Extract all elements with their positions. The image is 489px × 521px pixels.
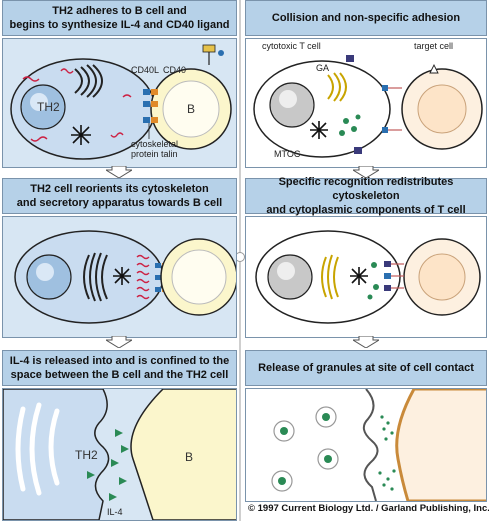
header-line: Specific recognition redistributes cytos… bbox=[278, 176, 454, 202]
cytotoxic-granules bbox=[367, 262, 379, 300]
right-step1-header: Collision and non-specific adhesion bbox=[245, 0, 487, 36]
label-talin-line1: cytoskeletal bbox=[131, 139, 178, 149]
il4-molecules bbox=[87, 429, 129, 501]
talin-filaments bbox=[136, 254, 150, 300]
golgi-apparatus bbox=[327, 72, 347, 102]
tcr-receptors bbox=[384, 261, 391, 291]
th2-adhesion-illustration: TH2 B CD40L CD40 cytoskeletal protein ta… bbox=[10, 44, 232, 160]
golgi-apparatus bbox=[83, 252, 108, 302]
nucleus-highlight bbox=[30, 93, 48, 111]
header-line: TH2 cell reorients its cytoskeleton bbox=[30, 183, 209, 195]
surface-receptors bbox=[346, 55, 388, 154]
nucleus-highlight bbox=[279, 90, 297, 108]
right-step1-panel: cytotoxic T cell target cell GA MTOC bbox=[245, 38, 487, 168]
target-antigen-icon bbox=[429, 63, 439, 74]
right-step2-header: Specific recognition redistributes cytos… bbox=[245, 176, 487, 216]
nucleus-highlight bbox=[36, 263, 54, 281]
label-b: B bbox=[187, 102, 195, 116]
down-arrow-icon bbox=[106, 336, 132, 348]
header-line: IL-4 is released into and is confined to… bbox=[9, 355, 230, 367]
down-arrow-icon bbox=[353, 166, 379, 178]
target-cell bbox=[395, 389, 486, 501]
b-nucleus bbox=[171, 249, 227, 305]
label-cd40l: CD40L bbox=[131, 65, 159, 75]
talin-filaments bbox=[22, 68, 132, 142]
mtoc-icon bbox=[310, 121, 328, 139]
header-line: Release of granules at site of cell cont… bbox=[258, 362, 474, 374]
left-step1-panel: TH2 B CD40L CD40 cytoskeletal protein ta… bbox=[2, 38, 237, 168]
down-arrow-icon bbox=[106, 166, 132, 178]
secretory-vesicles bbox=[15, 402, 60, 496]
collision-illustration: cytotoxic T cell target cell GA MTOC bbox=[253, 41, 483, 159]
label-ga: GA bbox=[316, 63, 329, 73]
b-nucleus bbox=[162, 80, 220, 138]
mtoc-icon bbox=[71, 125, 91, 145]
target-nucleus bbox=[417, 84, 467, 134]
label-talin-line2: protein talin bbox=[131, 149, 178, 159]
label-th2: TH2 bbox=[75, 448, 98, 462]
adhesion-links bbox=[388, 87, 402, 131]
header-line: and cytoplasmic components of T cell bbox=[266, 204, 466, 216]
copyright-notice: © 1997 Current Biology Ltd. / Garland Pu… bbox=[248, 503, 489, 514]
left-step2-panel bbox=[2, 216, 237, 338]
header-line: space between the B cell and the TH2 cel… bbox=[10, 369, 229, 381]
golgi-apparatus bbox=[321, 254, 339, 300]
b-cell bbox=[130, 389, 236, 520]
label-mtoc: MTOC bbox=[274, 149, 301, 159]
header-line: begins to synthesize IL-4 and CD40 ligan… bbox=[9, 19, 230, 31]
right-step3-header: Release of granules at site of cell cont… bbox=[245, 350, 487, 386]
label-cd40: CD40 bbox=[163, 65, 186, 75]
label-th2: TH2 bbox=[37, 100, 60, 114]
left-step3-header: IL-4 is released into and is confined to… bbox=[2, 350, 237, 386]
mtoc-icon bbox=[113, 267, 131, 285]
label-target-cell: target cell bbox=[414, 41, 453, 51]
label-il4: IL-4 bbox=[107, 507, 123, 517]
left-step3-panel: TH2 B IL-4 bbox=[2, 388, 237, 521]
cytotoxic-granules bbox=[339, 114, 361, 136]
label-cytotoxic-t-cell: cytotoxic T cell bbox=[262, 41, 321, 51]
adhesion-links bbox=[391, 263, 404, 289]
header-line: Collision and non-specific adhesion bbox=[271, 12, 461, 24]
down-arrow-icon bbox=[353, 336, 379, 348]
header-line: TH2 adheres to B cell and bbox=[52, 5, 187, 17]
mtoc-icon bbox=[350, 267, 368, 285]
left-step1-header: TH2 adheres to B cell and begins to synt… bbox=[2, 0, 237, 36]
released-granule-contents bbox=[378, 415, 396, 491]
label-b: B bbox=[185, 450, 193, 464]
il4-release-illustration: TH2 B IL-4 bbox=[3, 389, 236, 520]
right-step3-panel bbox=[245, 388, 487, 502]
golgi-apparatus bbox=[74, 64, 103, 98]
target-nucleus bbox=[418, 253, 466, 301]
t-cell-membrane bbox=[362, 389, 379, 501]
th2-cell bbox=[3, 389, 110, 520]
il4-molecule-icon bbox=[202, 44, 224, 65]
header-line: and secretory apparatus towards B cell bbox=[16, 197, 223, 209]
cytotoxic-granules bbox=[271, 406, 339, 492]
th2-reorientation-illustration bbox=[14, 230, 236, 324]
redistribution-illustration bbox=[255, 230, 481, 324]
nucleus-highlight bbox=[277, 262, 295, 280]
right-step2-panel bbox=[245, 216, 487, 338]
granule-release-illustration bbox=[271, 389, 486, 501]
cd40l-cd40-receptors bbox=[143, 89, 158, 123]
left-step2-header: TH2 cell reorients its cytoskeleton and … bbox=[2, 178, 237, 214]
